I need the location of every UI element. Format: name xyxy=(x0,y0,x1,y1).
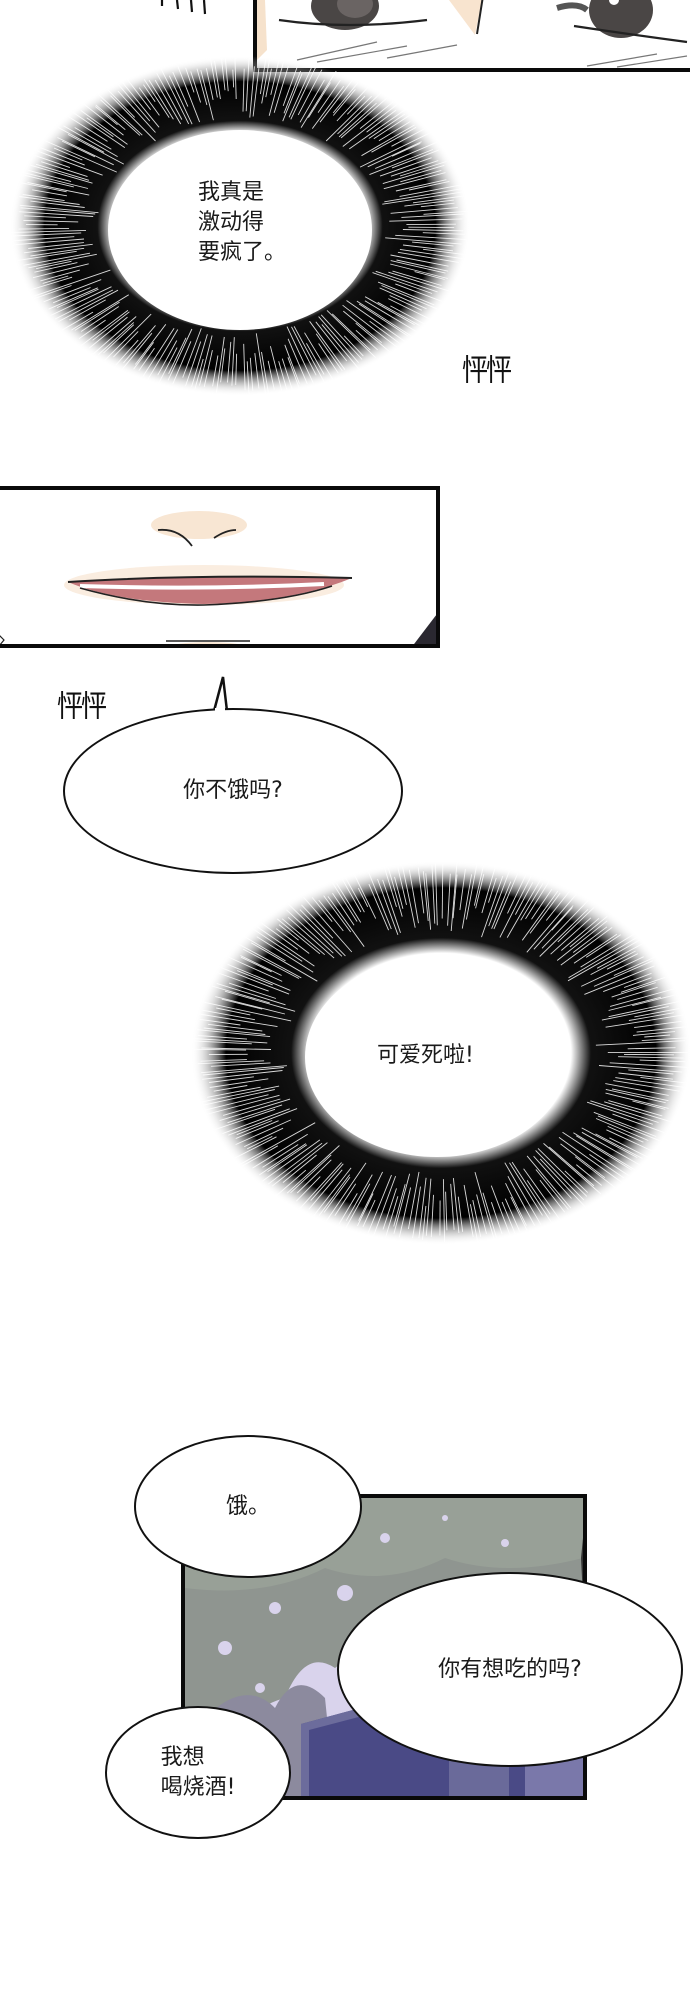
burst-2-text: 可爱死啦! xyxy=(377,1043,474,1068)
hatch-lines-decor xyxy=(160,0,207,15)
burst-1-line-1: 我真是 xyxy=(198,180,265,205)
bubble-1-tail xyxy=(212,676,229,712)
burst-1-line-2: 激动得 xyxy=(198,210,265,235)
bubble-4-line-2: 喝烧酒! xyxy=(160,1774,236,1800)
bubble-4-line-1: 我想 xyxy=(160,1744,205,1770)
bubble-4-text: 我想 喝烧酒! xyxy=(161,1743,236,1803)
sfx-heartbeat-1: 怦怦 xyxy=(462,354,512,389)
eyes-artwork xyxy=(257,0,688,68)
bubble-3-text: 你有想吃的吗? xyxy=(438,1656,582,1682)
speech-bubble-4: 我想 喝烧酒! xyxy=(105,1706,291,1839)
emphasis-burst-1 xyxy=(8,52,473,398)
burst-1-line-3: 要疯了。 xyxy=(198,240,287,265)
burst-1-text: 我真是 激动得 要疯了。 xyxy=(198,178,286,268)
panel-eyes-closeup xyxy=(253,0,690,72)
speech-bubble-3: 你有想吃的吗? xyxy=(337,1572,683,1767)
sfx-heartbeat-2: 怦怦 xyxy=(57,690,107,725)
bubble-1-tail-cover xyxy=(215,708,225,714)
bubble-1-text: 你不饿吗? xyxy=(183,778,283,803)
speech-bubble-2: 饿。 xyxy=(134,1435,362,1578)
smile-artwork xyxy=(0,511,436,644)
panel-smile-closeup xyxy=(0,486,440,648)
emphasis-burst-2 xyxy=(187,858,690,1245)
speech-bubble-1: 你不饿吗? xyxy=(63,708,403,874)
bubble-2-text: 饿。 xyxy=(225,1493,270,1519)
